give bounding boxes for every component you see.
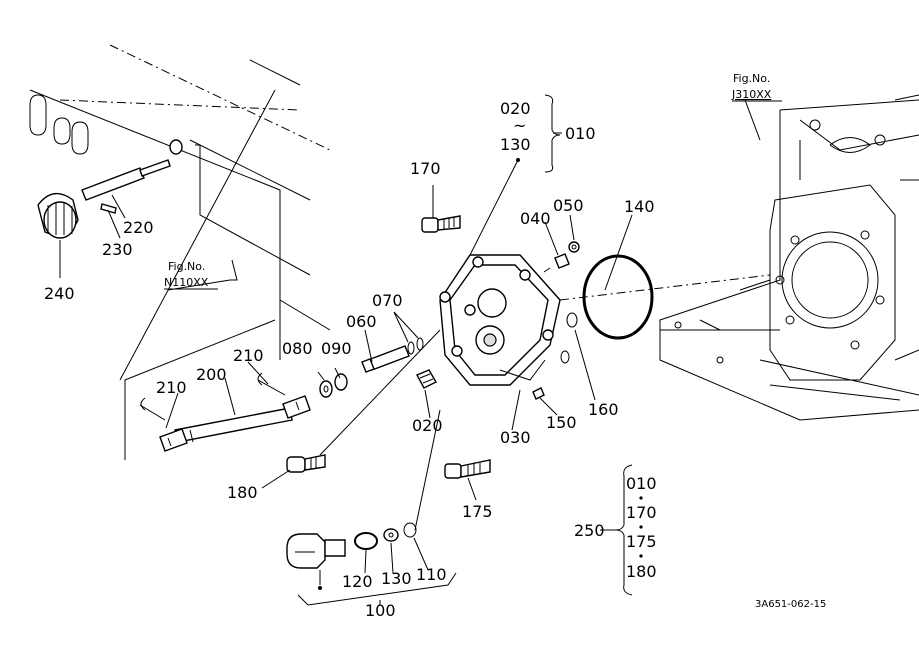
fig-ref-code-n: N110XX: [164, 276, 209, 289]
set-item-175: 175: [626, 532, 657, 551]
shaft-200: [139, 372, 311, 452]
pin-060: [361, 345, 410, 373]
label-120: 120: [342, 572, 373, 591]
label-230: 230: [102, 240, 133, 259]
bolt-180: [286, 454, 326, 473]
fitting-040: [543, 253, 570, 273]
label-090: 090: [321, 339, 352, 358]
label-240: 240: [44, 284, 75, 303]
label-210-a: 210: [233, 346, 264, 365]
o-ring-140: [582, 254, 654, 340]
label-130-top: 130: [500, 135, 531, 154]
label-020: 020: [412, 416, 443, 435]
ring-070-a: [407, 341, 415, 355]
label-110: 110: [416, 565, 447, 584]
pin-230: [100, 203, 117, 214]
label-210-b: 210: [156, 378, 187, 397]
fig-ref-label-n: Fig.No.: [168, 260, 205, 273]
plug-150: [532, 387, 545, 400]
label-175: 175: [462, 502, 493, 521]
label-200: 200: [196, 365, 227, 384]
ring-070-b: [416, 337, 424, 351]
washer-130: [383, 528, 399, 542]
pump-housing: [439, 254, 561, 386]
label-060: 060: [346, 312, 377, 331]
washer-080: [319, 380, 333, 398]
set-item-180: 180: [626, 562, 657, 581]
ring-110: [403, 522, 417, 538]
label-030: 030: [500, 428, 531, 447]
label-130: 130: [381, 569, 412, 588]
label-150: 150: [546, 413, 577, 432]
label-070: 070: [372, 291, 403, 310]
o-ring-160: [566, 312, 578, 328]
washer-090: [334, 373, 348, 391]
label-080: 080: [282, 339, 313, 358]
part-labels: 020 ~ 130 010 170 040 050 140 220 230 24…: [44, 72, 826, 620]
label-250: 250: [574, 521, 605, 540]
washer-050: [568, 241, 580, 253]
label-tilde: ~: [513, 116, 526, 135]
drawing-ref-code: 3A651-062-15: [755, 599, 826, 610]
set-item-010: 010: [626, 474, 657, 493]
label-140: 140: [624, 197, 655, 216]
transmission-housing: [659, 94, 919, 421]
fig-ref-code-j: J310XX: [731, 88, 772, 101]
side-panel-outline: [29, 44, 441, 460]
fig-ref-label-j: Fig.No.: [733, 72, 770, 85]
label-050: 050: [553, 196, 584, 215]
bolt-170: [421, 215, 461, 233]
o-ring-small: [560, 350, 570, 364]
knob-240: [37, 192, 79, 239]
label-040: 040: [520, 209, 551, 228]
label-220: 220: [123, 218, 154, 237]
label-020-top: 020: [500, 99, 531, 118]
label-010-group: 010: [565, 124, 596, 143]
leader-lines: [59, 94, 771, 606]
label-100: 100: [365, 601, 396, 620]
label-170: 170: [410, 159, 441, 178]
label-180: 180: [227, 483, 258, 502]
shaft-220: [81, 139, 183, 201]
plug-020: [416, 369, 437, 389]
set-item-170: 170: [626, 503, 657, 522]
label-160: 160: [588, 400, 619, 419]
ring-120: [354, 532, 378, 550]
bolt-175: [444, 459, 491, 479]
cap-100: [286, 533, 346, 569]
